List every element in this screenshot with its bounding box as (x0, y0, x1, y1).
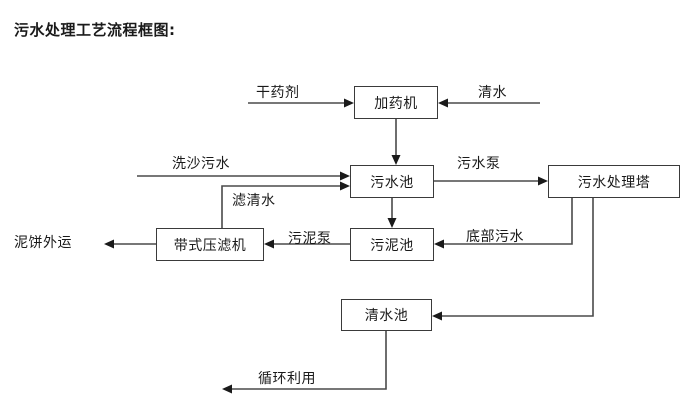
arrowhead-sludge-pump (264, 239, 274, 249)
edge-clear-water-pool-to-recycle (231, 331, 387, 390)
node-sludge-pool[interactable]: 污泥池 (350, 228, 434, 261)
node-clear-water-pool[interactable]: 清水池 (341, 299, 432, 331)
arrowhead-recycle (222, 384, 232, 394)
edge-label-sewage-pump: 污水泵 (457, 156, 501, 172)
edge-label-filtered-water: 滤清水 (232, 193, 276, 209)
arrowhead-sandwash (340, 171, 350, 181)
arrowhead-dosing-down (391, 155, 401, 165)
edge-label-recycle-reuse: 循环利用 (258, 371, 316, 387)
endpoint-label-mud-cake-transport: 泥饼外运 (14, 235, 72, 251)
node-label-belt-filter-press: 带式压滤机 (173, 237, 247, 254)
arrowhead-clear-water-in (432, 311, 442, 321)
node-label-dosing-machine: 加药机 (374, 95, 418, 112)
arrowhead-bottom-sewage (434, 239, 444, 249)
edge-tower-to-clear-water-pool (441, 198, 594, 317)
node-label-sludge-pool: 污泥池 (370, 237, 414, 254)
node-label-clear-water-pool: 清水池 (364, 308, 409, 324)
node-belt-filter-press[interactable]: 带式压滤机 (156, 228, 264, 261)
edge-label-dry-chemical: 干药剂 (256, 85, 300, 101)
page-title: 污水处理工艺流程框图: (14, 21, 176, 39)
edge-label-bottom-sewage: 底部污水 (466, 229, 524, 245)
arrowhead-sewage-pump (538, 176, 548, 186)
node-label-wastewater-pool: 污水池 (370, 174, 414, 191)
edge-label-sand-wash-sewage: 洗沙污水 (172, 156, 230, 172)
edge-filtered-water-to-wastewater-pool (221, 185, 341, 228)
edge-label-clean-water: 清水 (478, 85, 507, 101)
edge-label-sludge-pump: 污泥泵 (288, 231, 332, 247)
arrowhead-clean-water (438, 98, 448, 108)
arrowhead-filtered-water (340, 181, 350, 191)
arrowhead-dry-chemical (344, 98, 354, 108)
node-label-treatment-tower: 污水处理塔 (577, 174, 651, 191)
node-wastewater-pool[interactable]: 污水池 (350, 165, 434, 198)
node-dosing-machine[interactable]: 加药机 (354, 86, 438, 119)
arrowhead-wastewater-down (387, 218, 397, 228)
arrowhead-mud-cake (104, 239, 114, 249)
edge-tower-to-sludge-pool (443, 198, 573, 245)
node-treatment-tower[interactable]: 污水处理塔 (548, 165, 680, 198)
